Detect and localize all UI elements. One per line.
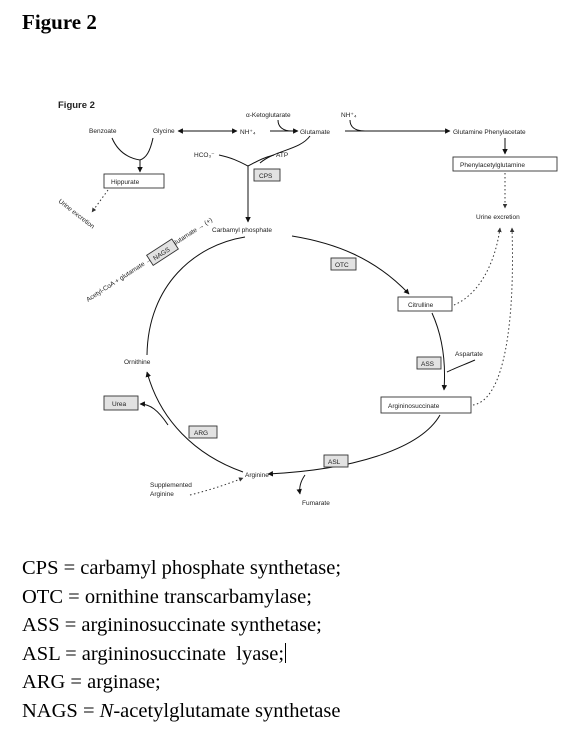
urine-excretion-left-label: Urine excretion — [57, 198, 96, 231]
ass-enzyme-label: ASS — [421, 361, 435, 368]
asl-enzyme-box[interactable] — [323, 454, 349, 468]
otc-enzyme-label: OTC — [335, 262, 349, 269]
argininosuccinate-box — [380, 396, 472, 414]
supplemented-label: Supplemented — [150, 482, 192, 489]
ornithine-carbamyl-arc — [146, 236, 246, 356]
glutamine-phenylacetate-label: Glutamine Phenylacetate — [453, 129, 526, 136]
nh4-mid-label: NH⁺₄ — [240, 129, 256, 136]
aspartate-feed-arrow — [446, 359, 476, 373]
urea-label: Urea — [112, 401, 126, 408]
hippurate-label: Hippurate — [111, 179, 140, 186]
ketoglutarate-feed-arrow — [277, 119, 293, 132]
arginine-ornithine-arrow — [145, 371, 244, 473]
hippurate-box — [103, 173, 165, 189]
phenylacetylglutamine-label: Phenylacetylglutamine — [460, 162, 525, 169]
text-cursor — [285, 642, 287, 663]
legend-item-otc: OTC = ornithine transcarbamylase; — [22, 585, 312, 608]
page-title: Figure 2 — [22, 10, 97, 34]
citrulline-label: Citrulline — [408, 302, 434, 309]
argininosuccinate-arginine-arrow — [267, 414, 441, 477]
carbamyl-citrulline-arrow — [291, 235, 410, 295]
urea-branch-arrow — [139, 401, 169, 426]
ornithine-label: Ornithine — [124, 359, 151, 366]
urine-excretion-right-label: Urine excretion — [476, 214, 520, 221]
carbamyl-phosphate-label: Carbamyl phosphate — [212, 227, 272, 234]
arg-enzyme-box[interactable] — [188, 425, 218, 439]
argininosuccinate-label: Argininosuccinate — [388, 403, 440, 410]
glycine-label: Glycine — [153, 128, 175, 135]
nh4-top-label: NH⁺₄ — [341, 112, 357, 119]
urea-cycle-diagram: Figure 2 Benzoate Glycine α-Ketoglutarat… — [57, 100, 558, 507]
ass-enzyme-box[interactable] — [416, 356, 442, 370]
fumarate-label: Fumarate — [302, 500, 330, 507]
legend-item-arg: ARG = arginase; — [22, 671, 161, 694]
cps-enzyme-label: CPS — [259, 173, 273, 180]
nh4-feed-arrow — [349, 119, 366, 132]
arginine-label: Arginine — [245, 472, 269, 479]
citrulline-box — [397, 296, 453, 312]
citrulline-excretion-dotted — [453, 227, 502, 306]
supplemented-arginine-label: Arginine — [150, 491, 174, 498]
ketoglutarate-label: α-Ketoglutarate — [246, 112, 291, 119]
urea-box — [103, 395, 139, 411]
legend-item-cps: CPS = carbamyl phosphate synthetase; — [22, 557, 342, 579]
legend-item-nags: NAGS = N-acetylglutamate synthetase — [22, 699, 341, 722]
benzoate-label: Benzoate — [89, 128, 117, 135]
legend-item-asl: ASL = argininosuccinate lyase; — [22, 642, 287, 665]
argininosuccinate-excretion-dotted — [472, 227, 515, 406]
hco3-atp-merge-arrow — [218, 154, 275, 222]
nags-enzyme-box[interactable] — [146, 238, 179, 266]
glutamate-label: Glutamate — [300, 129, 330, 136]
hippurate-excretion-dotted — [91, 189, 109, 213]
otc-enzyme-box[interactable] — [330, 257, 357, 271]
fumarate-branch-arrow — [296, 474, 306, 495]
arg-enzyme-label: ARG — [194, 430, 208, 437]
cps-enzyme-box[interactable] — [253, 168, 281, 182]
legend-item-ass: ASS = argininosuccinate synthetase; — [22, 614, 322, 637]
supplemented-arginine-dotted — [189, 477, 244, 496]
glutamate-cps-link — [259, 135, 311, 164]
atp-label: ATP — [276, 152, 288, 159]
citrulline-argininosuccinate-arrow — [431, 312, 448, 391]
enzyme-legend: CPS = carbamyl phosphate synthetase; OTC… — [22, 554, 341, 726]
diagram-inner-title: Figure 2 — [58, 100, 95, 111]
phenylacetylglutamine-box — [452, 156, 558, 172]
benzoate-hippurate-arrow — [111, 137, 154, 172]
hco3-label: HCO₃⁻ — [194, 152, 215, 159]
aspartate-label: Aspartate — [455, 351, 483, 358]
asl-enzyme-label: ASL — [328, 459, 341, 466]
